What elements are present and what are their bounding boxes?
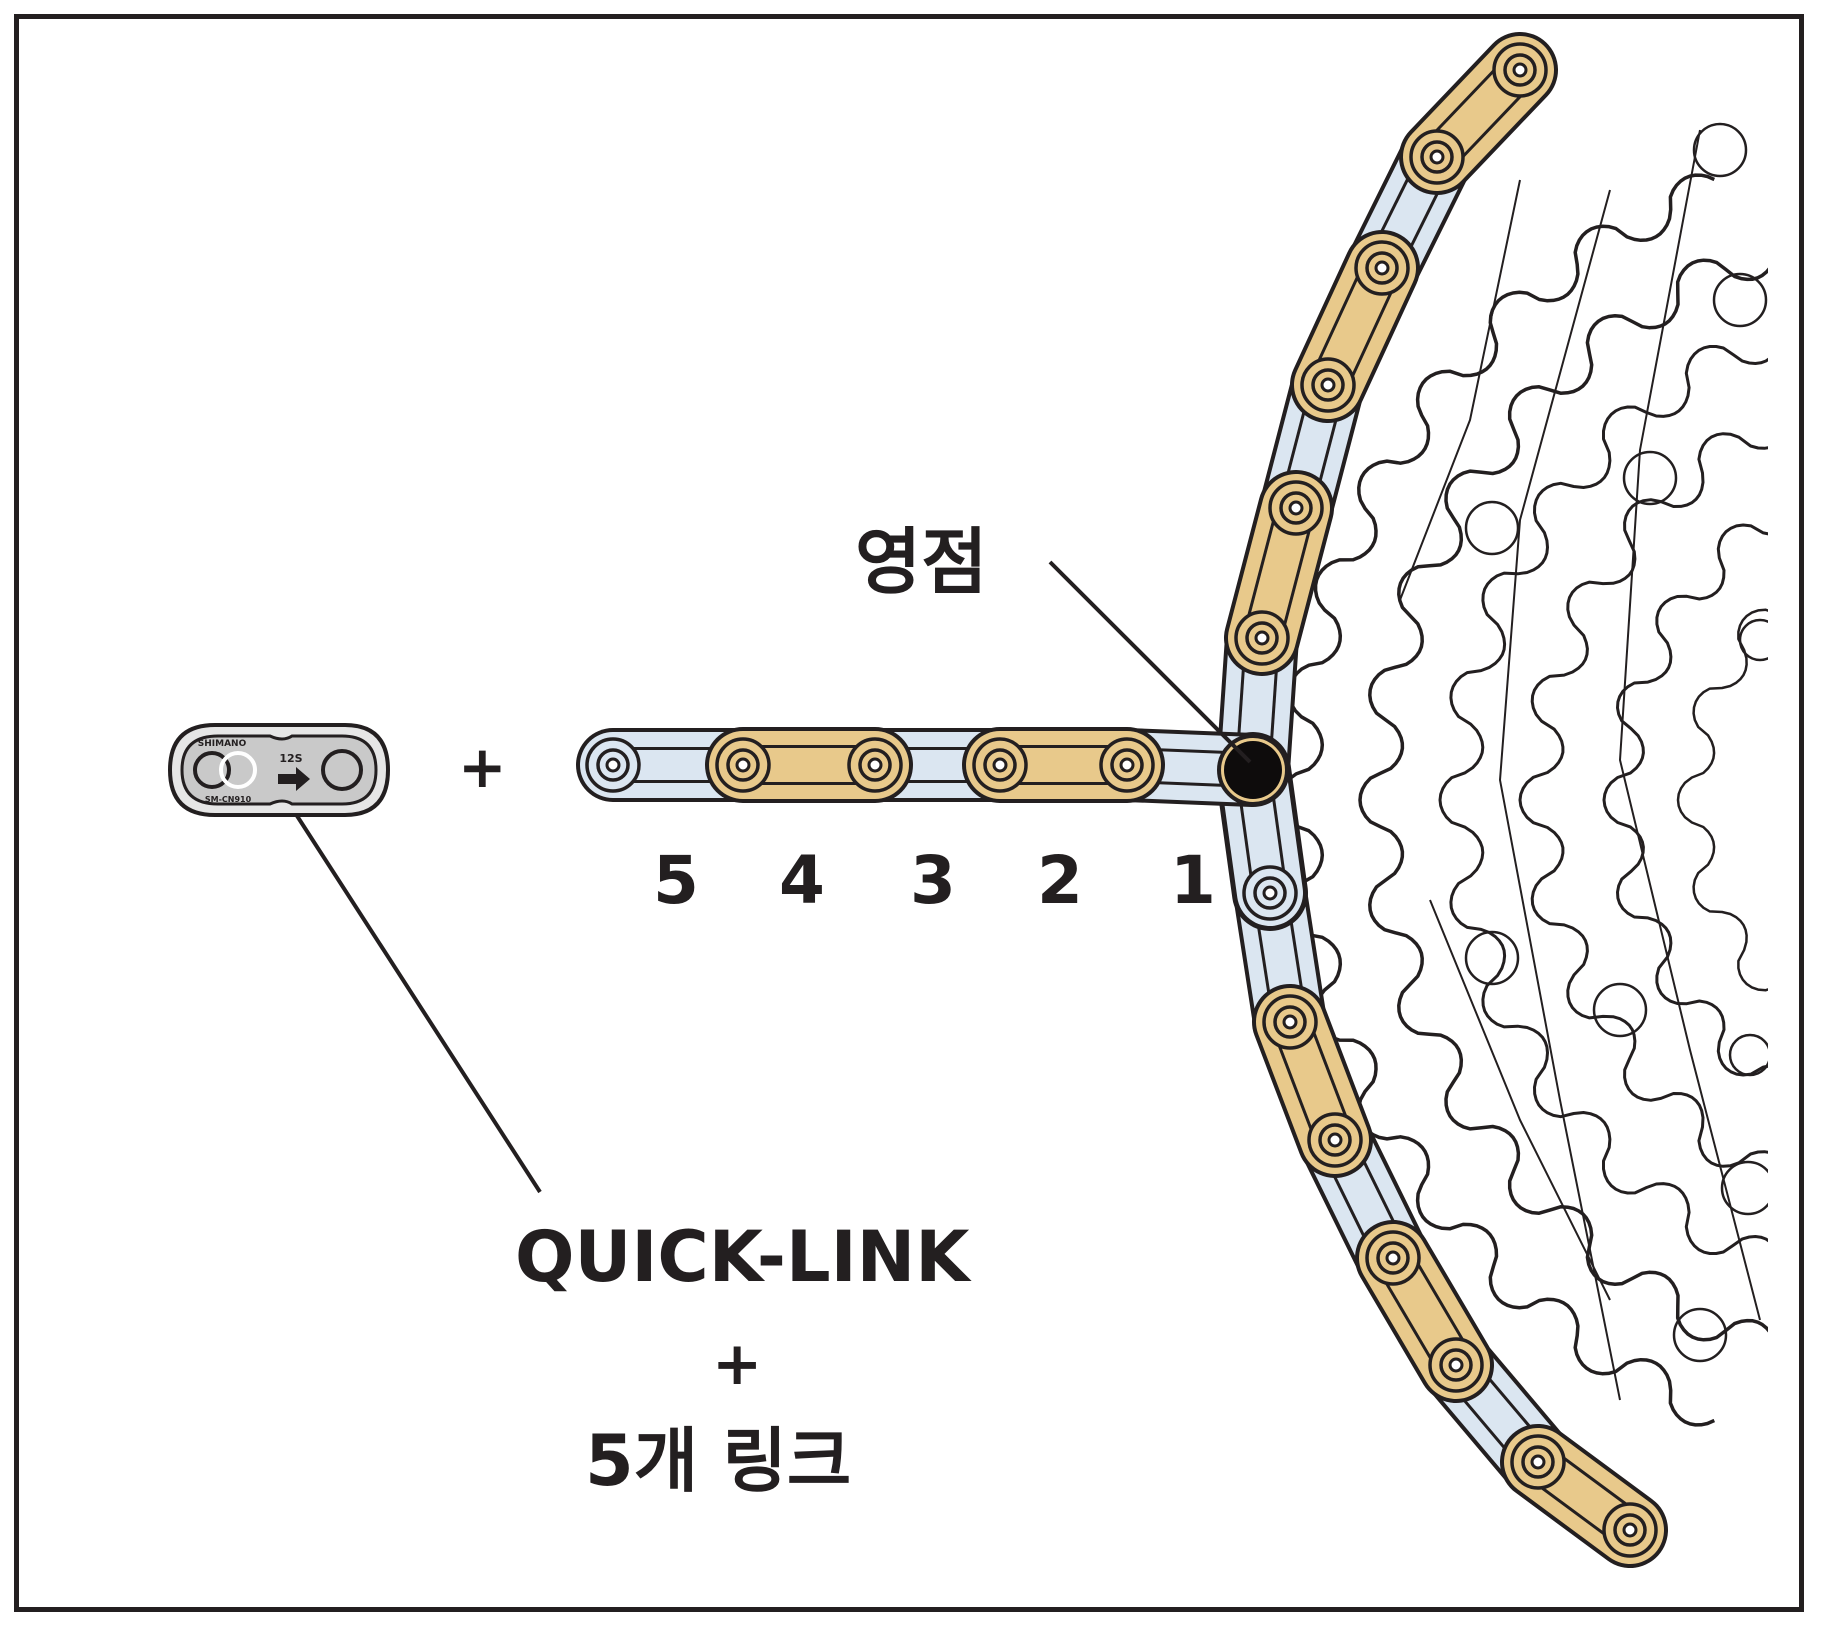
link-number: 4 xyxy=(779,842,825,919)
chain-pin xyxy=(1119,757,1135,773)
quick-link-model: SM-CN910 xyxy=(205,795,252,804)
chain-pin xyxy=(1254,630,1270,646)
cassette-sprockets xyxy=(1278,122,1768,1427)
link-number: 1 xyxy=(1170,842,1216,919)
sprocket-hole xyxy=(1592,982,1648,1038)
chain-pin xyxy=(1327,1132,1343,1148)
sprocket-5 xyxy=(1602,523,1768,1077)
sprocket-spider-arm xyxy=(1429,899,1611,1301)
sprocket-hole xyxy=(1672,1307,1728,1363)
sprocket-3 xyxy=(1438,345,1768,1255)
caption-plus: + xyxy=(712,1329,763,1399)
quick-link-leader-line xyxy=(288,803,542,1194)
link-number: 2 xyxy=(1037,842,1083,919)
chain-pin xyxy=(1512,62,1528,78)
sprocket-6 xyxy=(1676,608,1768,992)
sprocket-hole xyxy=(1738,618,1768,662)
chain-pin xyxy=(867,757,883,773)
chain-on-sprocket xyxy=(1215,32,1668,1568)
caption-quick-link: QUICK-LINK xyxy=(515,1216,970,1298)
chain-pin xyxy=(1288,500,1304,516)
sprocket-spider-arm xyxy=(1619,129,1761,1321)
plus-sign: + xyxy=(458,733,507,801)
quick-link-speed: 12S xyxy=(279,752,302,765)
link-number: 3 xyxy=(910,842,956,919)
chain-pin xyxy=(1282,1014,1298,1030)
chain-pin xyxy=(1530,1454,1546,1470)
diagram-border xyxy=(14,14,1804,1612)
zero-point-leader-line xyxy=(1048,560,1252,764)
sprocket-hole xyxy=(1720,1160,1768,1216)
chain-pin xyxy=(1385,1250,1401,1266)
sprocket-hole xyxy=(1728,1033,1768,1077)
sprocket-hole xyxy=(1464,930,1520,986)
quick-link-pin xyxy=(321,749,363,791)
chain-pin xyxy=(1262,885,1278,901)
quick-link-brand: SHIMANO xyxy=(198,739,247,749)
chain-pin xyxy=(1622,1522,1638,1538)
sprocket-spider-arm xyxy=(1399,179,1521,601)
chain-pin xyxy=(1320,377,1336,393)
chain-pin xyxy=(1374,260,1390,276)
quick-link-part: SHIMANO 12S SM-CN910 xyxy=(167,723,391,817)
zero-point-label: 영점 xyxy=(855,520,988,604)
chain-pin xyxy=(735,757,751,773)
caption-five-links: 5개 링크 xyxy=(585,1420,852,1502)
quick-link-slot xyxy=(219,751,257,789)
chain-pin xyxy=(1429,149,1445,165)
wrap-chain-group xyxy=(1215,32,1668,1568)
sprocket-hole xyxy=(1464,500,1520,556)
quick-link-pin xyxy=(193,751,231,789)
sprocket-4 xyxy=(1518,432,1768,1168)
chain-pin xyxy=(1448,1357,1464,1373)
sprocket-2 xyxy=(1358,258,1768,1342)
sprocket-spider-arm xyxy=(1499,189,1621,1401)
chain-pin xyxy=(992,757,1008,773)
zero-point-pin xyxy=(1217,734,1289,806)
chain-pin xyxy=(605,757,621,773)
link-number: 5 xyxy=(653,842,699,919)
arrow-icon xyxy=(278,767,310,791)
sprocket-hole xyxy=(1692,122,1748,178)
sprocket-hole xyxy=(1712,272,1768,328)
sprocket-hole xyxy=(1622,450,1678,506)
chain-links-horizontal xyxy=(576,727,1290,807)
